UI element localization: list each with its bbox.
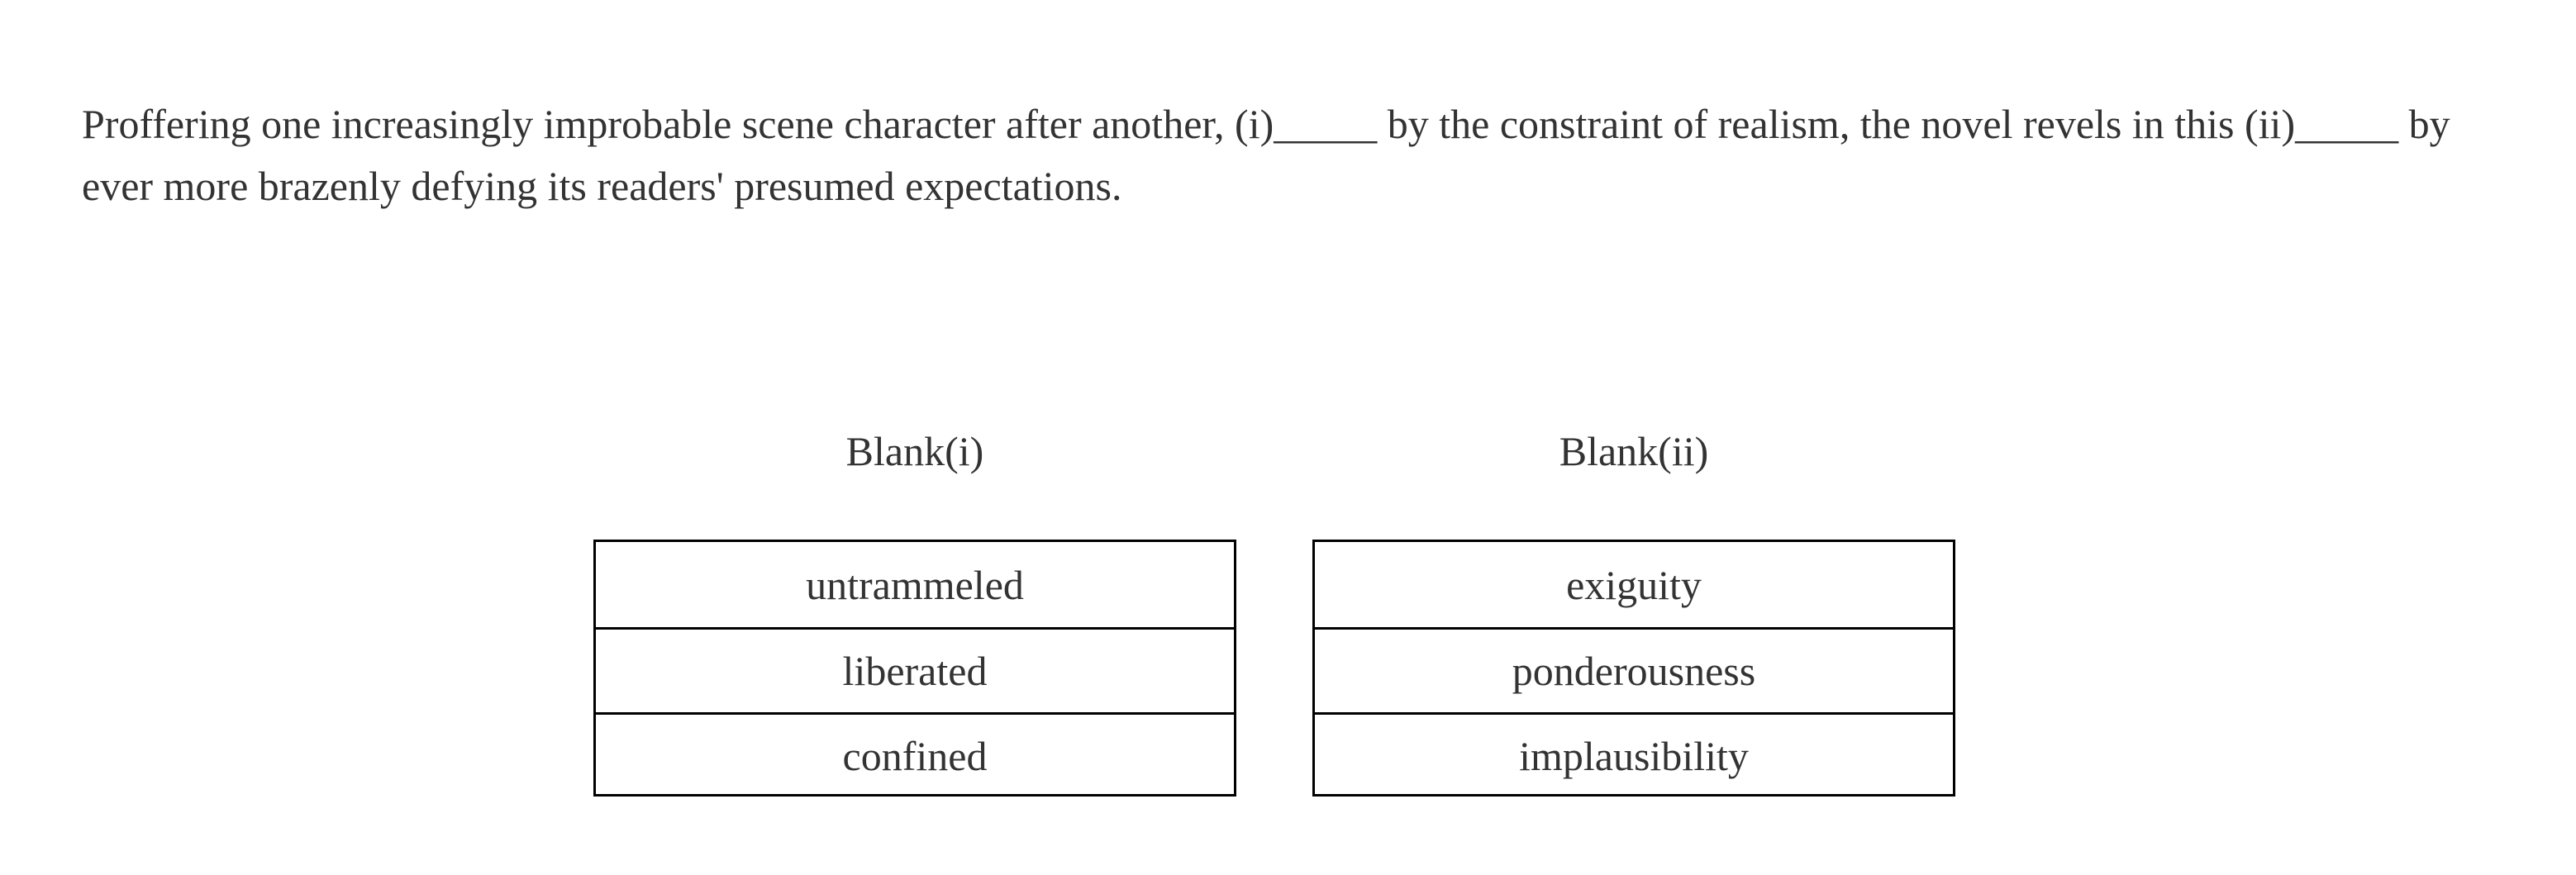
question-part-1: Proffering one increasingly improbable s… bbox=[82, 101, 1236, 147]
blank-i-label: (i) bbox=[1235, 101, 1274, 147]
blank-ii-label: (ii) bbox=[2245, 101, 2296, 147]
blank-ii-options: exiguity ponderousness implausibility bbox=[1312, 540, 1955, 797]
blank-ii-line: _____ bbox=[2295, 101, 2399, 147]
option-liberated[interactable]: liberated bbox=[596, 627, 1234, 712]
option-ponderousness[interactable]: ponderousness bbox=[1315, 627, 1953, 712]
option-confined[interactable]: confined bbox=[596, 712, 1234, 797]
question-part-2: by the constraint of realism, the novel … bbox=[1377, 101, 2245, 147]
option-exiguity[interactable]: exiguity bbox=[1566, 561, 1702, 608]
option-untrammeled[interactable]: untrammeled bbox=[806, 561, 1024, 608]
blank-i-options: untrammeled liberated confined bbox=[593, 540, 1236, 797]
question-part-3: by ever more brazenly defying its reader… bbox=[82, 101, 2450, 209]
blank-i-line: _____ bbox=[1274, 101, 1378, 147]
question-text: Proffering one increasingly improbable s… bbox=[82, 93, 2478, 217]
blank-ii-heading: Blank(ii) bbox=[1559, 428, 1709, 474]
blank-i-heading: Blank(i) bbox=[845, 428, 984, 474]
option-implausibility[interactable]: implausibility bbox=[1315, 712, 1953, 797]
